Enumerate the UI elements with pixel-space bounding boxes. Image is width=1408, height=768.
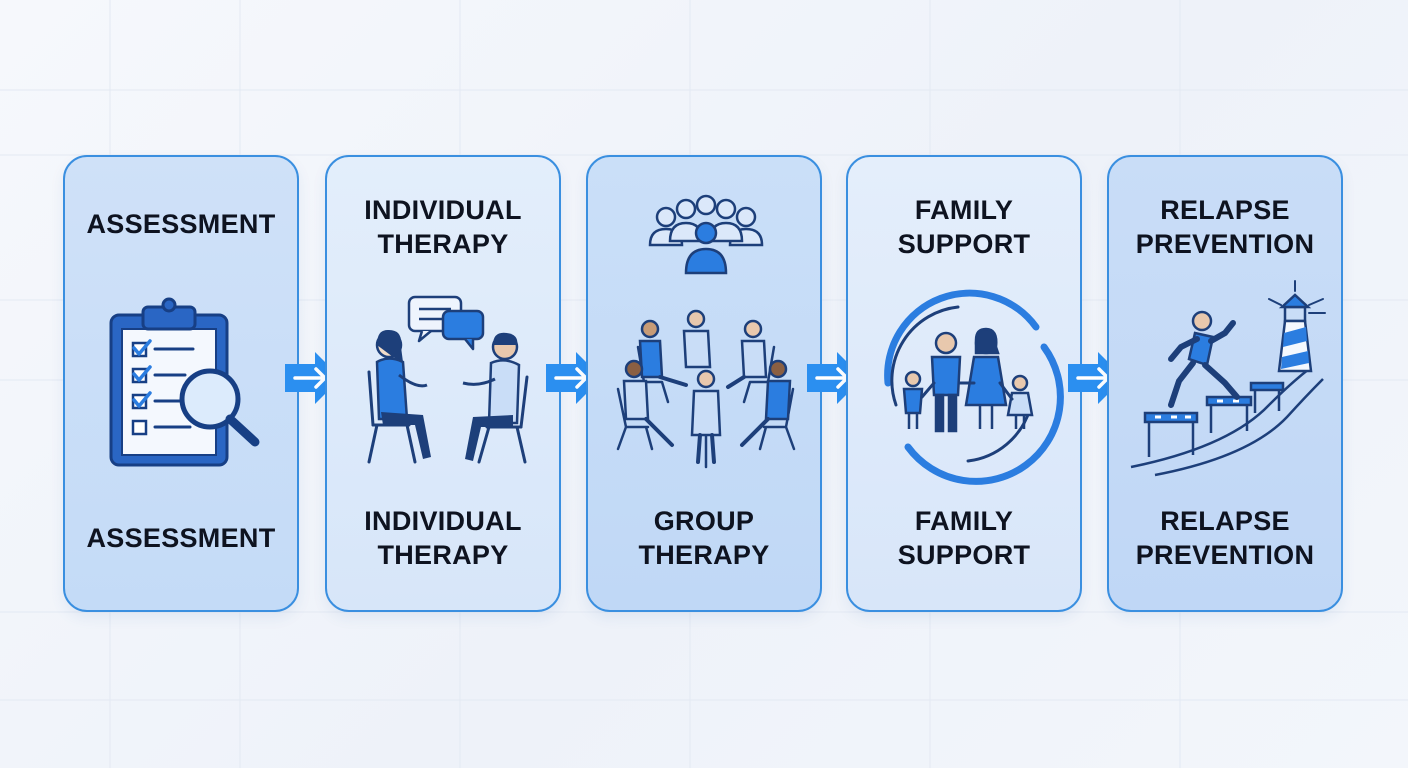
stage-bottom-label: ASSESSMENT [86,523,276,553]
stage-bottom-label: RELAPSE PREVENTION [1135,506,1315,570]
stage-top-label: RELAPSE PREVENTION [1135,195,1315,259]
group-circle-icon [616,194,796,469]
stage-group-therapy: GROUP THERAPY [586,155,822,612]
stage-bottom-label: FAMILY SUPPORT [897,506,1031,570]
stage-family-support: FAMILY SUPPORT [846,155,1082,612]
stage-bottom-label: GROUP THERAPY [638,506,770,570]
two-people-talking-icon [367,295,529,464]
stage-top-label: INDIVIDUAL THERAPY [364,195,522,259]
stage-assessment: ASSESSMENT ASSESSMENT [63,155,299,612]
stage-top-label: FAMILY SUPPORT [897,195,1031,259]
stage-top-label: ASSESSMENT [86,209,276,239]
family-circle-icon [884,289,1064,485]
stage-individual-therapy: INDIVIDUAL THERAPY INDIVIDUAL THERAPY [325,155,561,612]
clipboard-checklist-magnifier-icon [109,297,260,467]
stage-relapse-prevention: RELAPSE PREVENTION [1107,155,1343,612]
hurdles-lighthouse-icon [1130,280,1326,477]
stage-bottom-label: INDIVIDUAL THERAPY [364,506,522,570]
